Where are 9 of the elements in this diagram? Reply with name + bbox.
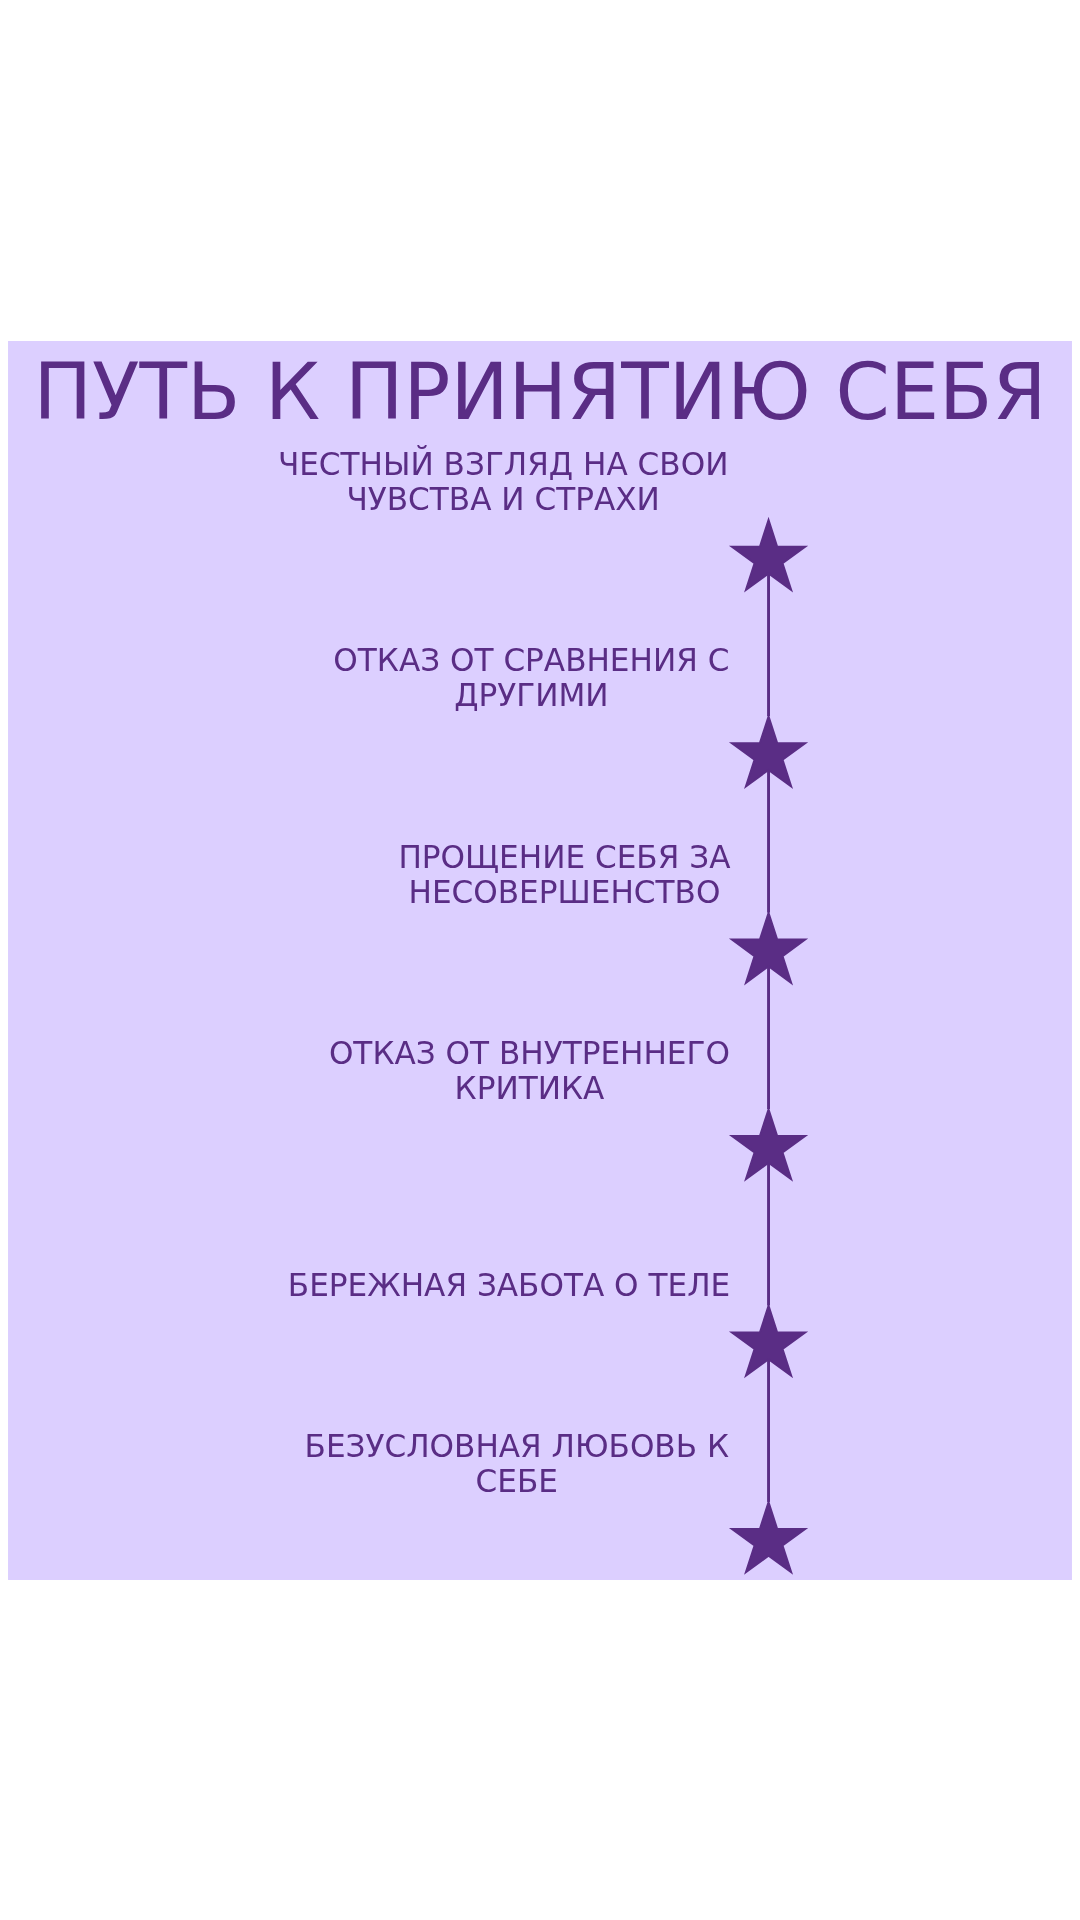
node-label: БЕРЕЖНАЯ ЗАБОТА О ТЕЛЕ	[287, 1266, 731, 1303]
node-label: ЧЕСТНЫЙ ВЗГЛЯД НА СВОИ ЧУВСТВА И СТРАХИ	[277, 445, 729, 517]
node-star	[728, 516, 809, 593]
node-star	[728, 1302, 809, 1378]
node-label: ПРОЩЕНИЕ СЕБЯ ЗА НЕСОВЕРШЕНСТВО	[398, 838, 731, 910]
node-label: БЕЗУСЛОВНАЯ ЛЮБОВЬ К СЕБЕ	[304, 1427, 730, 1499]
node-label: ОТКАЗ ОТ ВНУТРЕННЕГО КРИТИКА	[328, 1034, 730, 1106]
node-label: ОТКАЗ ОТ СРАВНЕНИЯ С ДРУГИМИ	[333, 641, 730, 713]
diagram-title: ПУТЬ К ПРИНЯТИЮ СЕБЯ	[33, 346, 1047, 437]
